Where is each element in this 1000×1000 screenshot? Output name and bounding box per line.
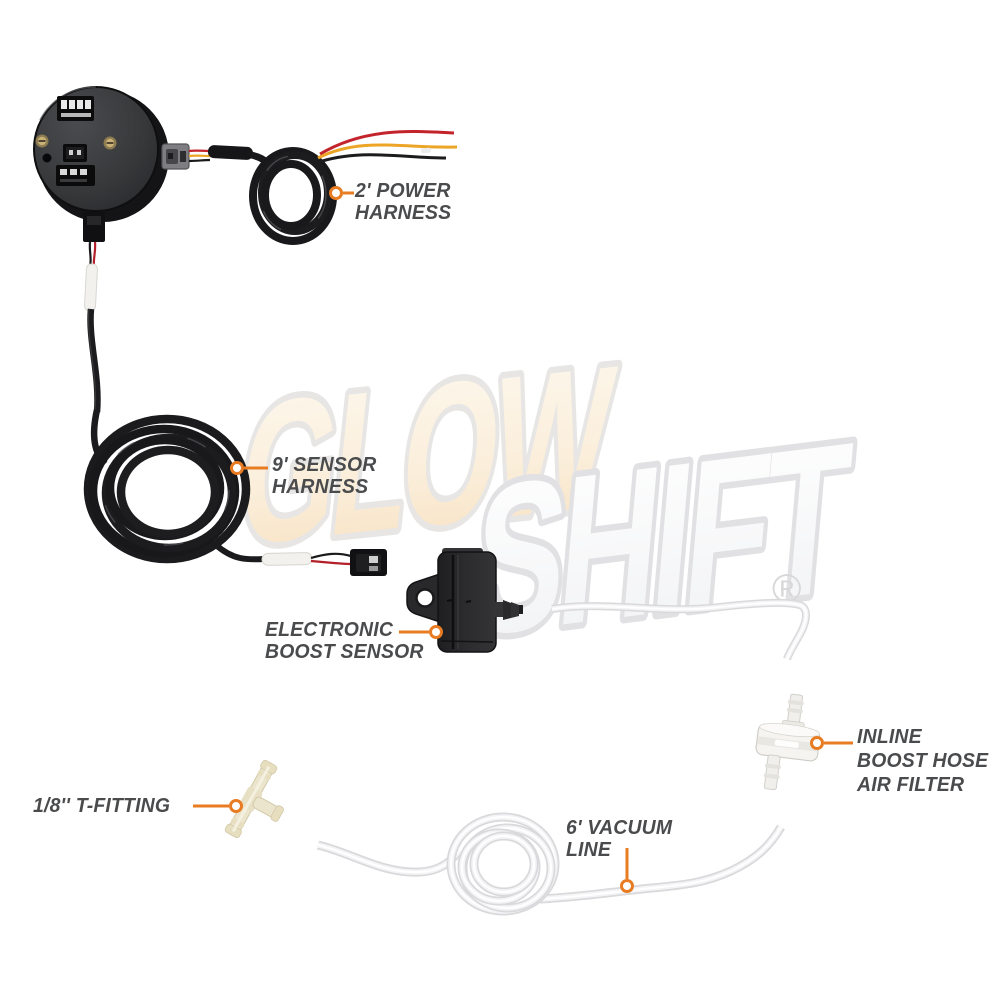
vacuum-line-coil [451, 817, 555, 911]
sensor-harness-label-line1: 9' SENSOR [272, 454, 377, 476]
sensor-harness-connector [350, 549, 387, 576]
air-filter-label-line2: BOOST HOSE [857, 750, 989, 772]
sensor-harness-label: 9' SENSOR HARNESS [272, 454, 376, 498]
sensor-harness [83, 409, 387, 576]
gauge-body [33, 86, 159, 212]
vacuum-line-label-line2: LINE [566, 839, 611, 861]
power-harness [161, 130, 458, 245]
t-fitting [224, 759, 284, 839]
sensor-harness-coil [83, 414, 251, 564]
gauge-sensor-port [63, 144, 87, 162]
gauge-power-port [56, 165, 95, 186]
vacuum-line-label-line1: 6' VACUUM [566, 817, 673, 839]
air-filter-label: INLINE BOOST HOSE AIR FILTER [857, 725, 988, 797]
boost-sensor-nipple [494, 600, 523, 620]
gauge-screw-left [35, 134, 49, 148]
sensor-harness-label-line2: HARNESS [272, 476, 369, 498]
power-harness-leader-marker [329, 186, 343, 200]
callout-leaders [193, 186, 853, 893]
gauge-vent-hole [42, 153, 52, 163]
air-filter-label-line3: AIR FILTER [857, 774, 965, 796]
power-harness-leads [315, 130, 458, 165]
t-fitting-label-line1: 1/8'' T-FITTING [33, 795, 171, 817]
air-filter-leader-marker [810, 736, 824, 750]
power-harness-label-line2: HARNESS [355, 202, 452, 224]
gauge-sensor-pigtail [83, 212, 105, 413]
filter-bottom-barb [763, 754, 781, 791]
boost-sensor-mount-hole [415, 588, 435, 608]
vacuum-line-leader-marker [620, 879, 634, 893]
air-filter-label-line1: INLINE [857, 726, 922, 748]
t-fitting-label: 1/8'' T-FITTING [33, 795, 170, 817]
boost-sensor [406, 548, 523, 653]
glowshift-watermark: GLOW SHIFT ® [225, 317, 863, 687]
vacuum-line [318, 817, 781, 911]
t-fitting-leader-marker [229, 799, 243, 813]
gauge-screw-right [103, 136, 117, 150]
vacuum-line-label: 6' VACUUM LINE [566, 817, 672, 861]
power-harness-coil [249, 147, 337, 245]
power-harness-label: 2' POWER HARNESS [355, 180, 451, 224]
sensor-harness-leader-marker [230, 461, 244, 475]
boost-sensor-leader-marker [429, 625, 443, 639]
watermark-word-glow: GLOW [230, 322, 623, 588]
vacuum-line-left-tail [318, 845, 459, 872]
power-harness-label-line1: 2' POWER [355, 180, 451, 202]
gauge-dip-switch-port [57, 96, 94, 121]
power-harness-connector [161, 143, 190, 170]
filter-body [755, 723, 821, 762]
boost-sensor-label-line1: ELECTRONIC [265, 619, 394, 641]
gauge-back [33, 86, 169, 222]
boost-sensor-label-line2: BOOST SENSOR [265, 641, 424, 663]
boost-sensor-label: ELECTRONIC BOOST SENSOR [265, 619, 424, 663]
inline-air-filter [755, 693, 821, 791]
